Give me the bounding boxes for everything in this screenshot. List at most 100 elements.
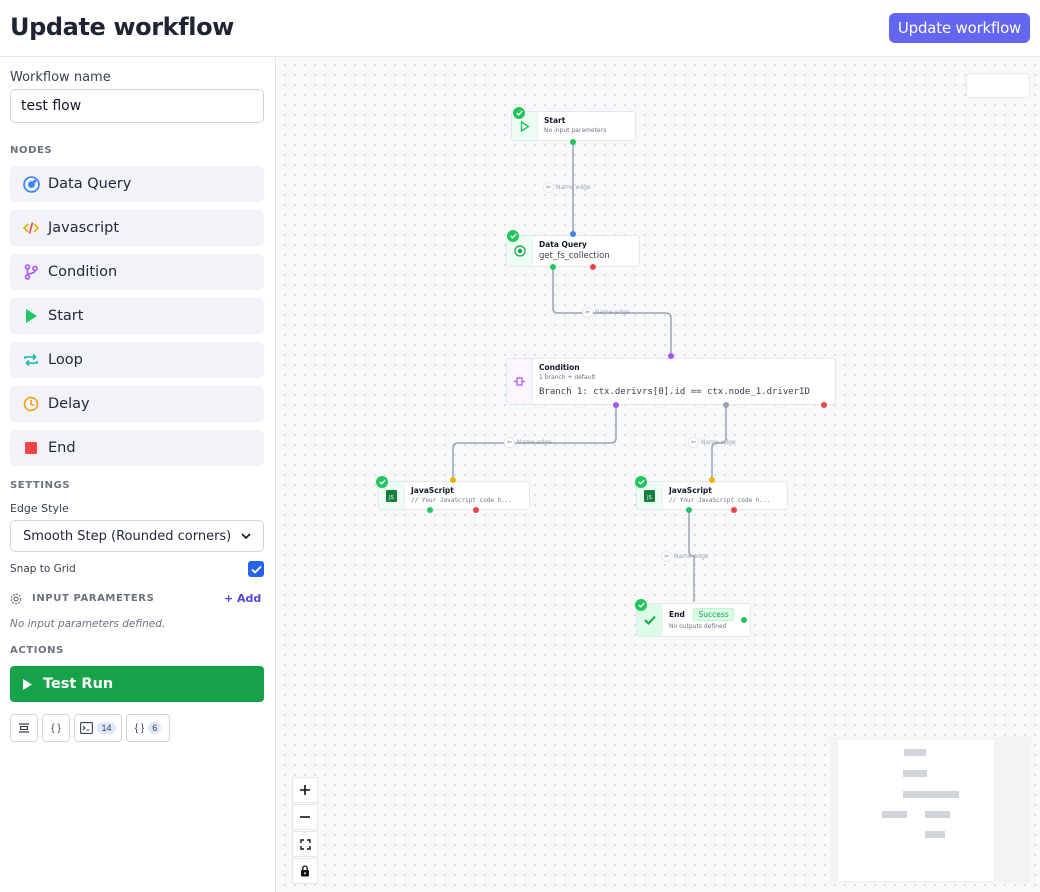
branch-expression: Branch 1: ctx.derivrs[0].id == ctx.node_… <box>539 387 810 397</box>
fullscreen-icon <box>299 838 311 850</box>
branch-icon <box>507 359 533 404</box>
node-label: Javascript <box>48 220 120 236</box>
braces-icon: { } <box>134 722 145 734</box>
terminal-icon <box>80 722 94 734</box>
variables-button[interactable]: { } 6 <box>126 714 170 742</box>
update-workflow-button[interactable]: Update workflow <box>889 13 1030 43</box>
sidebar: Workflow name NODES Data Query Javascrip… <box>0 57 276 892</box>
start-node[interactable]: Start No input parameters <box>511 111 636 141</box>
node-button-condition[interactable]: Condition <box>10 254 264 290</box>
success-handle[interactable] <box>686 507 692 513</box>
js-file-icon: JS <box>637 482 663 509</box>
loop-icon <box>22 351 40 369</box>
canvas-toolbar-box[interactable] <box>966 73 1030 98</box>
node-button-start[interactable]: Start <box>10 298 264 334</box>
error-handle[interactable] <box>473 507 479 513</box>
node-title: End Success <box>669 608 734 621</box>
clock-icon <box>22 395 40 413</box>
workflow-name-label: Workflow name <box>10 70 111 85</box>
node-title: Condition <box>539 363 580 372</box>
workflow-name-input[interactable] <box>10 89 264 123</box>
error-handle[interactable] <box>821 402 827 408</box>
node-title: Start <box>544 116 566 125</box>
node-title: Data Query <box>539 240 587 249</box>
branch-handle[interactable] <box>613 402 619 408</box>
align-button[interactable] <box>10 714 38 742</box>
input-handle[interactable] <box>570 231 576 237</box>
input-parameters-header: INPUT PARAMETERS <box>32 593 155 604</box>
input-handle[interactable] <box>709 477 715 483</box>
svg-text:JS: JS <box>646 495 652 501</box>
minimap[interactable] <box>829 737 1031 883</box>
align-icon <box>19 723 29 733</box>
output-handle[interactable] <box>741 617 747 623</box>
javascript-node-1[interactable]: JS JavaScript// Your JavaScript code h..… <box>378 481 530 510</box>
node-button-loop[interactable]: Loop <box>10 342 264 378</box>
workflow-canvas[interactable]: ✂Name edge ✂Name edge ✂Name edge ✂Name e… <box>277 57 1040 892</box>
snap-to-grid-label: Snap to Grid <box>10 563 76 575</box>
edge-label[interactable]: ✂Name edge <box>543 182 591 193</box>
zoom-out-button[interactable] <box>292 804 318 830</box>
snap-to-grid-checkbox[interactable] <box>248 561 264 577</box>
default-handle[interactable] <box>723 402 729 408</box>
input-handle[interactable] <box>450 477 456 483</box>
node-label: Delay <box>48 396 90 412</box>
success-check-icon <box>635 599 647 611</box>
node-button-javascript[interactable]: Javascript <box>10 210 264 246</box>
javascript-node-2[interactable]: JS JavaScript// Your JavaScript code h..… <box>636 481 788 510</box>
header: Update workflow Update workflow <box>0 0 1040 57</box>
branch-icon <box>22 263 40 281</box>
edge-label[interactable]: ✂Name edge <box>582 307 630 318</box>
edge-label[interactable]: ✂Name edge <box>504 437 552 448</box>
page-title: Update workflow <box>10 13 234 41</box>
error-handle[interactable] <box>731 507 737 513</box>
node-subtitle: get_fs_collection <box>539 251 610 261</box>
json-button[interactable]: { } <box>42 714 70 742</box>
edge-label[interactable]: ✂Name edge <box>688 437 736 448</box>
no-params-text: No input parameters defined. <box>10 618 166 630</box>
input-handle[interactable] <box>668 353 674 359</box>
edge-label[interactable]: ✂Name edge <box>661 551 709 562</box>
node-label: Loop <box>48 352 83 368</box>
braces-icon: { } <box>51 722 61 734</box>
node-button-end[interactable]: End <box>10 430 264 466</box>
node-label: Condition <box>48 264 118 280</box>
error-handle[interactable] <box>590 264 596 270</box>
logs-count-badge: 14 <box>97 722 116 734</box>
end-node[interactable]: End Success No outputs defined <box>636 603 751 637</box>
success-handle[interactable] <box>427 507 433 513</box>
check-icon <box>250 565 262 574</box>
zoom-in-button[interactable] <box>292 777 318 803</box>
gear-icon <box>10 592 22 610</box>
node-subtitle: // Your JavaScript code h... <box>411 497 513 504</box>
scissors-icon: ✂ <box>688 437 699 448</box>
fit-view-button[interactable] <box>292 831 318 857</box>
status-badge: Success <box>693 608 734 621</box>
data-query-node[interactable]: Data Query get_fs_collection <box>506 235 640 267</box>
node-button-delay[interactable]: Delay <box>10 386 264 422</box>
play-icon <box>23 678 32 690</box>
database-icon <box>22 175 40 193</box>
node-subtitle: No input parameters <box>544 127 607 134</box>
success-check-icon <box>513 107 525 119</box>
code-icon <box>22 219 40 237</box>
edge-style-select[interactable]: Smooth Step (Rounded corners) <box>10 520 264 552</box>
node-label: Start <box>48 308 84 324</box>
lock-button[interactable] <box>292 858 318 884</box>
variables-count-badge: 6 <box>148 722 162 734</box>
add-parameter-button[interactable]: + Add <box>224 592 262 605</box>
play-icon <box>22 307 40 325</box>
edges-layer <box>452 142 727 602</box>
edge-style-label: Edge Style <box>10 502 69 515</box>
nodes-header: NODES <box>10 145 53 156</box>
logs-button[interactable]: 14 <box>74 714 122 742</box>
test-run-button[interactable]: Test Run <box>10 666 264 702</box>
success-handle[interactable] <box>550 264 556 270</box>
scissors-icon: ✂ <box>543 182 554 193</box>
minimap-viewport <box>838 740 994 881</box>
node-button-data-query[interactable]: Data Query <box>10 166 264 202</box>
node-subtitle: // Your JavaScript code h... <box>669 497 771 504</box>
output-handle[interactable] <box>570 139 576 145</box>
lock-icon <box>301 865 309 877</box>
